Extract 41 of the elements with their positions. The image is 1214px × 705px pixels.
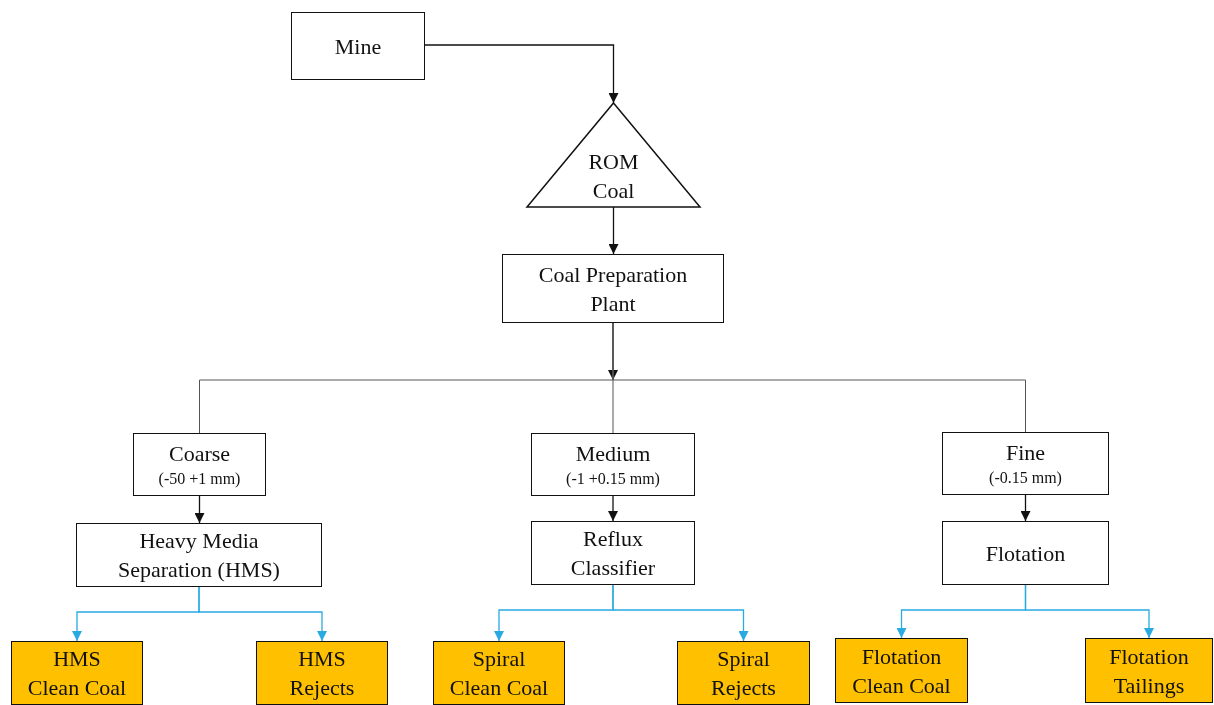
node-label: Medium bbox=[575, 440, 651, 468]
size-range-label: (-0.15 mm) bbox=[989, 468, 1062, 489]
node-label: HMS Rejects bbox=[289, 645, 355, 702]
process-box bbox=[133, 433, 266, 496]
product-box bbox=[835, 638, 968, 703]
product-box bbox=[1085, 638, 1213, 703]
arrow bbox=[608, 206, 619, 255]
arrow bbox=[198, 586, 327, 642]
node-label: ROM Coal bbox=[587, 148, 640, 205]
node-label: Flotation Clean Coal bbox=[852, 642, 951, 700]
node-label: Heavy Media Separation (HMS) bbox=[117, 527, 281, 584]
process-box bbox=[942, 521, 1109, 585]
size-range-label: (-1 +0.15 mm) bbox=[566, 469, 660, 490]
node-label: Mine bbox=[334, 32, 382, 61]
process-box bbox=[76, 523, 322, 587]
arrow bbox=[194, 495, 205, 524]
product-box bbox=[256, 641, 388, 705]
arrow bbox=[1020, 494, 1031, 522]
process-box bbox=[502, 254, 724, 323]
process-box bbox=[942, 432, 1109, 495]
node-label: Fine bbox=[1005, 439, 1046, 467]
arrow bbox=[1024, 584, 1154, 639]
process-box bbox=[291, 12, 425, 80]
product-box bbox=[677, 641, 810, 705]
arrow bbox=[608, 495, 618, 522]
product-box bbox=[11, 641, 143, 705]
node-label: Spiral Rejects bbox=[711, 645, 776, 702]
size-range-label: (-50 +1 mm) bbox=[158, 469, 241, 490]
connector-line bbox=[612, 322, 1026, 433]
process-box bbox=[531, 521, 695, 585]
process-box bbox=[531, 433, 695, 496]
node-label: Flotation Tailings bbox=[1109, 642, 1189, 700]
node-label: Coal Preparation Plant bbox=[537, 260, 689, 318]
node-label: Spiral Clean Coal bbox=[449, 645, 549, 702]
node-label: HMS Clean Coal bbox=[27, 645, 127, 702]
product-box bbox=[433, 641, 565, 705]
node-label: Coarse bbox=[168, 440, 231, 468]
arrow bbox=[424, 44, 619, 104]
node-label: Flotation bbox=[985, 539, 1066, 568]
arrow bbox=[612, 584, 749, 642]
node-label: Reflux Classifier bbox=[569, 525, 657, 582]
